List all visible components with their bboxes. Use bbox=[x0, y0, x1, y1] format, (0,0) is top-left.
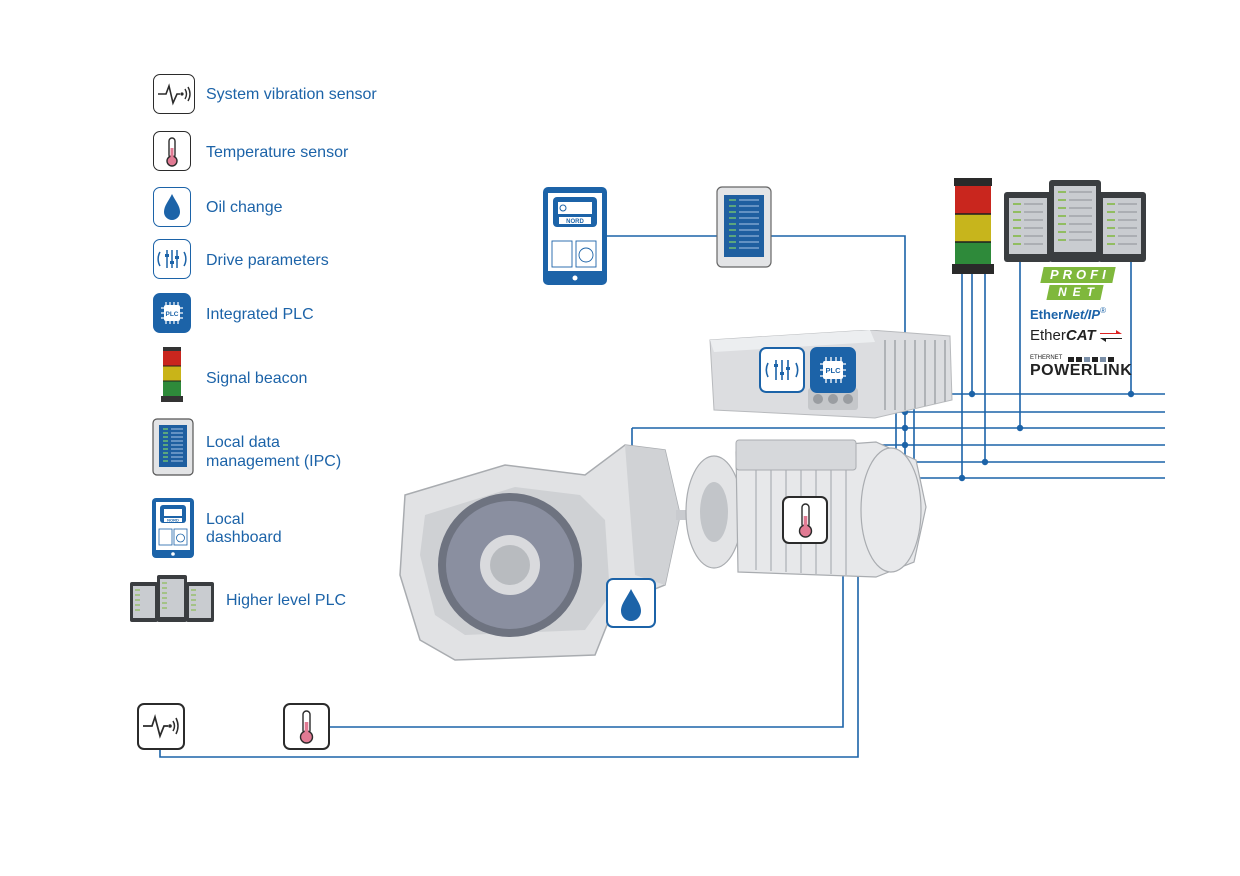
legend-label-drive: Drive parameters bbox=[206, 252, 329, 269]
local-dashboard-tablet: NORD bbox=[543, 187, 607, 285]
profinet-logo: PROFI NET bbox=[1040, 267, 1116, 301]
svg-text:PLC: PLC bbox=[826, 366, 842, 375]
legend-label-beacon: Signal beacon bbox=[206, 370, 308, 387]
legend-label-oil: Oil change bbox=[206, 199, 283, 216]
ethernetip-label-b: Net/IP bbox=[1063, 307, 1101, 322]
legend-label-dashboard-2: dashboard bbox=[206, 529, 282, 546]
legend-oil-drop-icon bbox=[153, 187, 191, 227]
legend-vibration-icon bbox=[153, 74, 195, 114]
legend-thermometer-icon bbox=[153, 131, 191, 171]
legend-tablet-dashboard-icon: NORD bbox=[151, 497, 195, 559]
legend-label-vibration: System vibration sensor bbox=[206, 86, 377, 103]
external-thermometer-icon bbox=[283, 703, 330, 750]
legend-label-ipc-2: management (IPC) bbox=[206, 453, 342, 470]
powerlink-label-small: ETHERNET bbox=[1030, 355, 1063, 361]
external-vibration-sensor-icon bbox=[137, 703, 185, 750]
powerlink-logo: ETHERNET POWERLINK bbox=[1030, 355, 1132, 381]
local-ipc-device bbox=[716, 186, 772, 268]
gearbox-oil-drop-icon bbox=[606, 578, 656, 628]
legend-ipc-icon bbox=[152, 418, 194, 476]
electric-motor bbox=[676, 432, 936, 582]
motor-thermometer-icon bbox=[782, 496, 828, 544]
legend-label-dashboard-1: Local bbox=[206, 511, 245, 528]
signal-beacon-tower bbox=[950, 178, 996, 274]
ethernetip-label-a: Ether bbox=[1030, 307, 1064, 322]
inverter-plc-chip-icon: PLC bbox=[810, 347, 856, 393]
legend-label-ipc-1: Local data bbox=[206, 434, 280, 451]
svg-text:PLC: PLC bbox=[166, 311, 179, 318]
legend-drive-parameters-icon bbox=[153, 239, 191, 279]
svg-text:NORD: NORD bbox=[167, 518, 179, 523]
ethernetip-logo: EtherNet/IP® bbox=[1030, 306, 1106, 322]
ethercat-label-b: CAT bbox=[1065, 327, 1096, 344]
higher-level-plc-rack bbox=[1004, 180, 1146, 262]
svg-text:NORD: NORD bbox=[566, 219, 584, 225]
legend-label-plc: Integrated PLC bbox=[206, 306, 314, 323]
profinet-label-2: NET bbox=[1058, 285, 1100, 299]
legend-label-temperature: Temperature sensor bbox=[206, 144, 349, 161]
legend-plc-chip-icon: PLC bbox=[153, 293, 191, 333]
legend-label-higher-plc: Higher level PLC bbox=[226, 592, 347, 609]
ethercat-label-a: Ether bbox=[1030, 327, 1066, 344]
powerlink-label: POWERLINK bbox=[1030, 362, 1133, 379]
legend-higher-level-plc-icon bbox=[130, 575, 214, 623]
inverter-drive-parameters-icon bbox=[759, 347, 805, 393]
profinet-label-1: PROFI bbox=[1050, 267, 1110, 282]
ethercat-logo: EtherCAT bbox=[1030, 327, 1125, 349]
legend-signal-beacon-icon bbox=[160, 347, 184, 403]
